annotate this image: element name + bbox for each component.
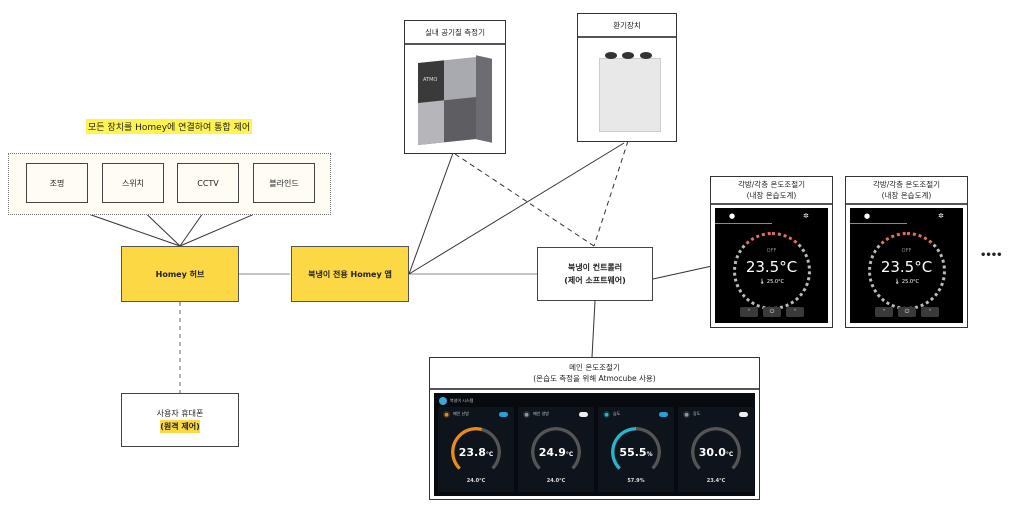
panel-value: 55.5 xyxy=(619,446,647,459)
current-temperature: 23.5°C xyxy=(880,258,933,276)
cool-mode-icon[interactable]: ✲ xyxy=(803,212,809,220)
main-thermostat-card[interactable]: 메인 온도조절기 (온습도 측정을 위해 Atmocube 사용) 북냉이 시스… xyxy=(429,357,760,500)
device-switch[interactable]: 스위치 xyxy=(102,163,164,203)
power-button[interactable]: ⏻ xyxy=(763,307,781,317)
homey-app[interactable]: 북냉이 전용 Homey 앱 xyxy=(291,246,409,302)
panel-unit: °C xyxy=(485,451,494,458)
controller-sub-label: (제어 소프트웨어) xyxy=(564,276,626,285)
heat-mode-icon[interactable]: ● xyxy=(729,212,736,220)
increase-button[interactable]: ˄ xyxy=(786,307,804,317)
increase-button[interactable]: ˄ xyxy=(921,307,939,317)
panel-unit: % xyxy=(646,451,653,458)
bukneng-controller[interactable]: 북냉이 컨트롤러 (제어 소프트웨어) xyxy=(537,247,653,301)
line-ventilator-controller xyxy=(593,140,629,247)
dashboard-panel: ●메인 난방 23.8°C 24.0°C xyxy=(438,407,514,492)
diagram-caption: 모든 장치를 Homey에 연결하여 통합 제어 xyxy=(86,119,253,134)
panel-value: 24.9 xyxy=(538,446,566,459)
panel-gauge[interactable] xyxy=(691,427,741,477)
panel-icon: ● xyxy=(683,411,690,418)
panel-gauge[interactable] xyxy=(451,427,501,477)
panel-label: 메인 난방 xyxy=(453,411,469,416)
dashboard-panel: ●메인 냉방 24.9°C 24.0°C xyxy=(518,407,594,492)
dashboard-panel: ●강도 30.0°C 23.4°C xyxy=(678,407,754,492)
decrease-button[interactable]: ˅ xyxy=(875,307,893,317)
panel-target: 23.4°C xyxy=(706,478,726,484)
panel-unit: °C xyxy=(725,451,734,458)
panel-value: 23.8 xyxy=(458,446,486,459)
room-thermostat-title: 각방/각층 온도조절기 xyxy=(872,180,940,189)
phone-label: 사용자 휴대폰 xyxy=(156,409,204,418)
panel-toggle[interactable] xyxy=(739,412,748,417)
more-indicator: •••• xyxy=(980,250,1003,261)
panel-toggle[interactable] xyxy=(579,412,588,417)
panel-gauge[interactable] xyxy=(531,427,581,477)
room-thermostat-screen: ● ✲ OFF 23.5°C 🌡 25.0°C ˅ ⏻ ˄ xyxy=(850,208,963,323)
panel-target: 24.0°C xyxy=(546,478,566,484)
room-thermostat-title: 각방/각층 온도조절기 xyxy=(737,180,805,189)
room-thermostat-subtitle: (내장 온습도계) xyxy=(881,191,932,200)
air-quality-sensor-card[interactable]: 실내 공기질 측정기 ATMO xyxy=(404,20,506,154)
room-thermostat-screen: ● ✲ OFF 23.5°C 🌡 25.0°C ˅ ⏻ ˄ xyxy=(715,208,828,323)
air-sensor-image: ATMO xyxy=(405,45,505,155)
current-temperature: 23.5°C xyxy=(745,258,798,276)
power-button[interactable]: ⏻ xyxy=(898,307,916,317)
ventilator-title: 환기장치 xyxy=(578,14,676,38)
setpoint-temperature: 🌡 25.0°C xyxy=(893,279,920,285)
room-thermostat-subtitle: (내장 온습도계) xyxy=(746,191,797,200)
phone-remote-label: (원격 제어) xyxy=(160,420,200,433)
panel-icon: ● xyxy=(523,411,530,418)
user-phone[interactable]: 사용자 휴대폰 (원격 제어) xyxy=(121,393,239,447)
panel-value: 30.0 xyxy=(698,446,726,459)
room-thermostat-card-2[interactable]: 각방/각층 온도조절기 (내장 온습도계) ● ✲ OFF 23.5°C 🌡 2… xyxy=(845,176,968,328)
dashboard-panel: ●습도 55.5% 57.9% xyxy=(598,407,674,492)
panel-target: 24.0°C xyxy=(466,478,486,484)
air-sensor-title: 실내 공기질 측정기 xyxy=(405,21,505,45)
controller-label: 북냉이 컨트롤러 xyxy=(567,263,623,272)
homey-hub[interactable]: Homey 허브 xyxy=(121,246,239,302)
ventilator-image xyxy=(578,38,676,143)
heat-mode-icon[interactable]: ● xyxy=(864,212,871,220)
main-thermostat-title: 메인 온도조절기 xyxy=(569,363,620,372)
app-logo-icon xyxy=(439,397,447,405)
panel-label: 강도 xyxy=(693,411,701,416)
main-thermostat-subtitle: (온습도 측정을 위해 Atmocube 사용) xyxy=(533,374,656,383)
panel-unit: °C xyxy=(565,451,574,458)
line-airsensor-controller xyxy=(454,153,595,247)
panel-target: 57.9% xyxy=(627,478,645,484)
panel-label: 메인 냉방 xyxy=(533,411,549,416)
room-thermostat-card-1[interactable]: 각방/각층 온도조절기 (내장 온습도계) ● ✲ OFF 23.5°C 🌡 2… xyxy=(710,176,833,328)
setpoint-temperature: 🌡 25.0°C xyxy=(758,279,785,285)
decrease-button[interactable]: ˅ xyxy=(740,307,758,317)
panel-gauge[interactable] xyxy=(611,427,661,477)
panel-icon: ● xyxy=(443,411,450,418)
cool-mode-icon[interactable]: ✲ xyxy=(938,212,944,220)
panel-label: 습도 xyxy=(613,411,621,416)
app-name: 북냉이 시스템 xyxy=(450,398,474,403)
mode-status: OFF xyxy=(766,248,777,254)
panel-toggle[interactable] xyxy=(659,412,668,417)
ventilator-card[interactable]: 환기장치 xyxy=(577,13,677,142)
line-controller-main xyxy=(591,300,596,358)
device-lighting[interactable]: 조명 xyxy=(26,163,88,203)
device-cctv[interactable]: CCTV xyxy=(177,163,239,203)
air-sensor-brand: ATMO xyxy=(423,77,438,83)
panel-icon: ● xyxy=(603,411,610,418)
mode-status: OFF xyxy=(901,248,912,254)
device-blinds[interactable]: 블라인드 xyxy=(253,163,315,203)
line-controller-room xyxy=(652,265,713,280)
panel-toggle[interactable] xyxy=(499,412,508,417)
line-app-airsensor xyxy=(408,152,454,275)
